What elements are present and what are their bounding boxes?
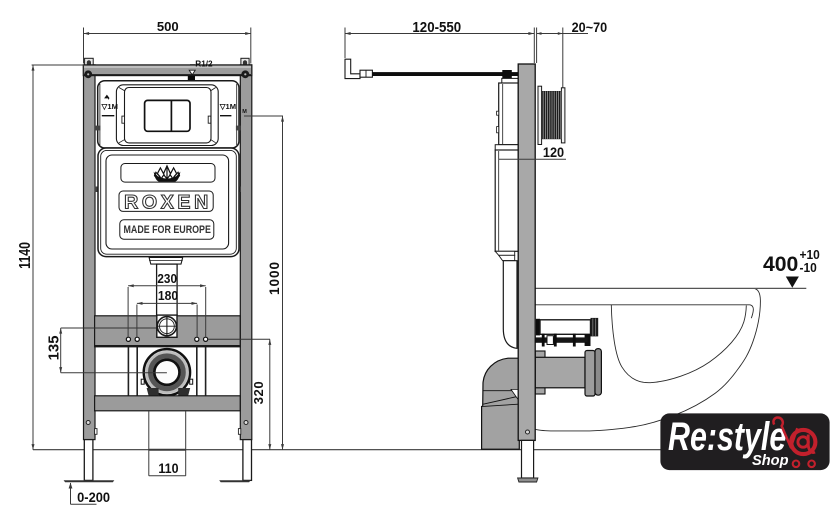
svg-text:R1/2: R1/2 [195, 59, 213, 68]
svg-text:0-200: 0-200 [77, 490, 110, 505]
svg-text:180: 180 [158, 288, 178, 303]
svg-text:Shop: Shop [752, 453, 789, 469]
svg-text:1140: 1140 [16, 242, 34, 269]
svg-text:400: 400 [763, 252, 798, 276]
svg-text:+10: +10 [800, 248, 820, 262]
svg-text:320: 320 [251, 381, 266, 405]
svg-text:120: 120 [543, 145, 564, 161]
svg-text:Re:style: Re:style [668, 414, 786, 459]
svg-text:110: 110 [158, 460, 178, 476]
svg-text:500: 500 [157, 19, 179, 34]
svg-text:▽1M: ▽1M [219, 102, 236, 111]
svg-text:120-550: 120-550 [412, 19, 461, 35]
svg-text:230: 230 [157, 272, 177, 286]
svg-text:1000: 1000 [267, 261, 282, 295]
svg-text:20~70: 20~70 [572, 19, 607, 35]
svg-text:ROXEN: ROXEN [124, 191, 212, 213]
svg-text:▽1M: ▽1M [101, 102, 118, 111]
svg-text:135: 135 [46, 335, 63, 360]
svg-text:M: M [242, 109, 247, 115]
svg-text:-10: -10 [800, 261, 817, 275]
svg-text:MADE FOR EUROPE: MADE FOR EUROPE [124, 224, 212, 236]
